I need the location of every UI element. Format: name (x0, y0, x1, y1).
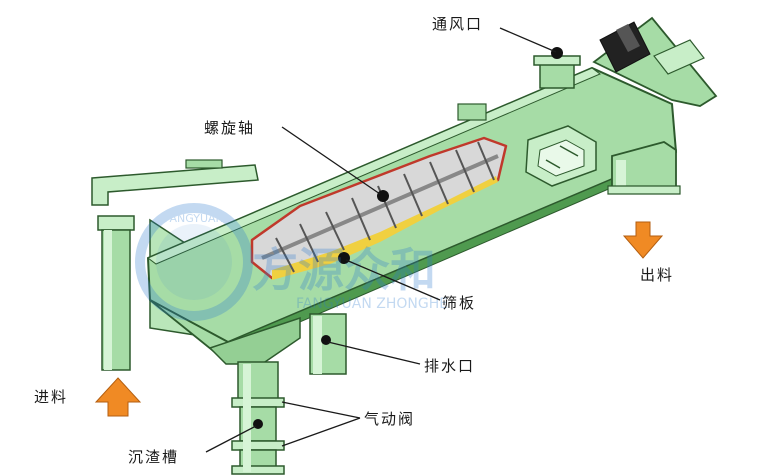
label-screen-plate: 筛板 (442, 294, 477, 312)
leader-valve-lower (281, 417, 361, 447)
watermark-sub-text: FANGYUAN ZHONGHE (296, 296, 448, 312)
label-drain-outlet: 排水口 (424, 357, 476, 375)
leader-lines (205, 27, 557, 453)
leader-valve-upper (281, 401, 361, 419)
watermark-ring (135, 203, 253, 321)
watermark-logo-text: 方源众和 (252, 243, 436, 297)
slag-pipe (231, 361, 285, 475)
vent-pipe (533, 47, 581, 89)
watermark: FANGYUAN 方源众和 FANGYUAN ZHONGHE (135, 203, 448, 321)
screw-shaft-axis (261, 154, 499, 260)
shaft-pointer-dot (377, 190, 389, 202)
feed-arrow (94, 377, 142, 417)
leader-vent (499, 27, 557, 53)
label-slag-tank: 沉渣槽 (128, 448, 180, 466)
leader-slag-tank (205, 425, 257, 453)
drive-motor (592, 16, 718, 107)
label-pneumatic-valve: 气动阀 (364, 410, 416, 428)
discharge-arrow (622, 221, 664, 259)
feed-pipe (97, 215, 135, 371)
leader-screw-shaft (281, 126, 381, 195)
leader-screen-plate (345, 259, 441, 301)
watermark-arc-text: FANGYUAN (164, 212, 224, 225)
label-discharge: 出料 (640, 266, 675, 284)
cutaway-section (250, 136, 508, 280)
drain-outlet-pipe (309, 313, 347, 375)
label-screw-shaft: 螺旋轴 (204, 119, 256, 137)
discharge-chute (607, 141, 681, 195)
screw-flights (275, 141, 495, 273)
inspection-window (525, 125, 597, 187)
leader-drain-outlet (327, 341, 421, 365)
sediment-layer (272, 176, 498, 280)
label-vent: 通风口 (432, 15, 484, 33)
top-fitting (457, 103, 487, 121)
label-feed: 进料 (34, 388, 69, 406)
